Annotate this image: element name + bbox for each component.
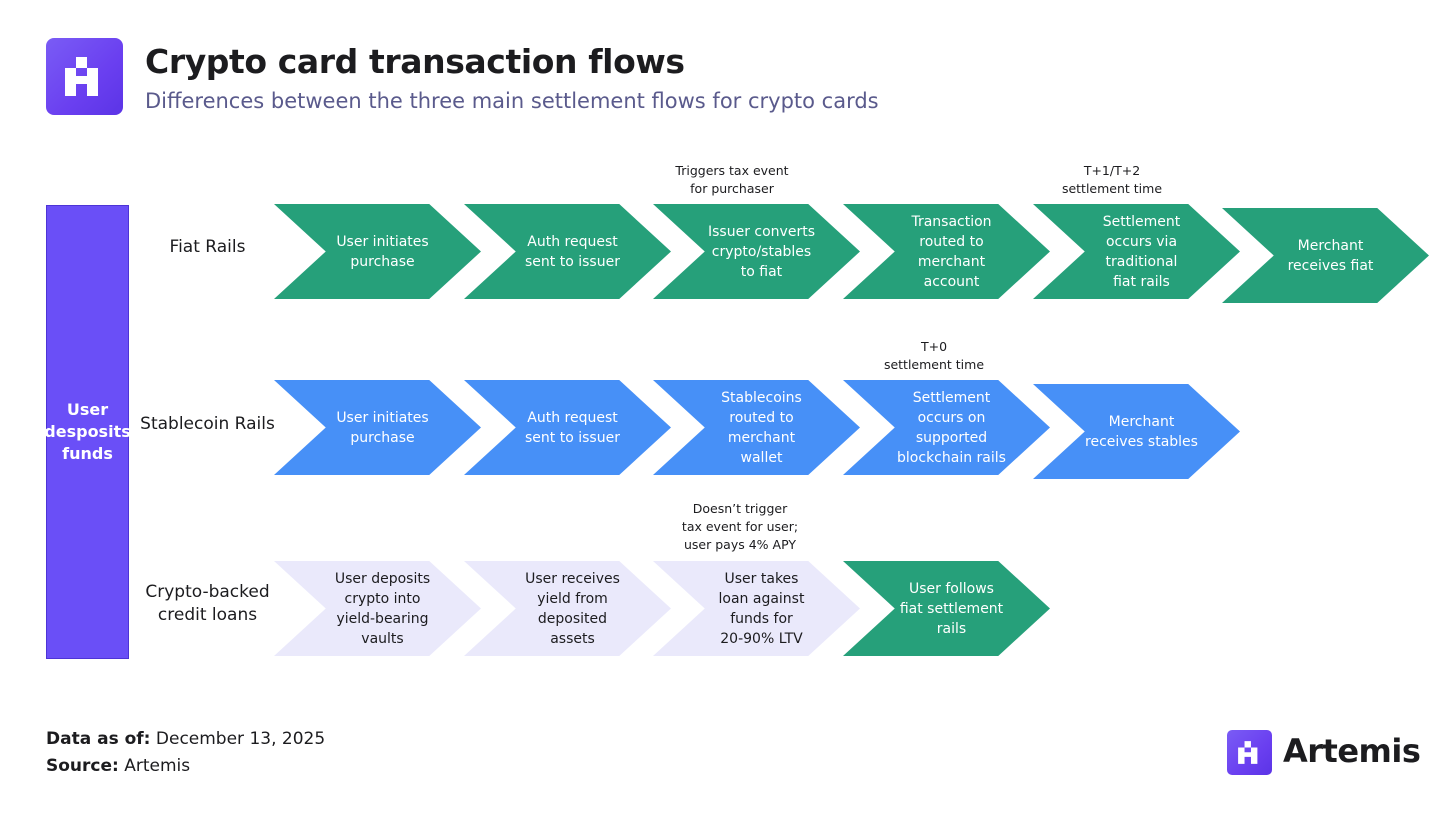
loan-step-1: User deposits crypto into yield-bearing …: [274, 561, 481, 656]
stablecoin-note-settlement-time: T+0 settlement time: [883, 339, 985, 372]
row-label-fiat-rails: Fiat Rails: [169, 237, 246, 257]
fiat-step-1: User initiates purchase: [274, 204, 481, 299]
stablecoin-step-1-text: User initiates purchase: [336, 409, 429, 446]
stablecoin-step-5: Merchant receives stables: [1033, 384, 1240, 479]
row-label-crypto-backed-credit-loans: Crypto-backed credit loans: [145, 582, 270, 625]
fiat-note-settlement-time: T+1/T+2 settlement time: [1061, 163, 1163, 196]
stablecoin-step-2: Auth request sent to issuer: [464, 380, 671, 475]
fiat-step-2-text: Auth request sent to issuer: [525, 233, 620, 270]
stablecoin-step-3: Stablecoins routed to merchant wallet: [653, 380, 860, 475]
stablecoin-step-4: Settlement occurs on supported blockchai…: [843, 380, 1050, 475]
fiat-step-3-text: Issuer converts crypto/stables to fiat: [708, 223, 815, 280]
user-deposits-funds-label: User desposits funds: [44, 400, 131, 463]
fiat-step-5-text: Settlement occurs via traditional fiat r…: [1102, 213, 1181, 290]
user-deposits-funds-bar: User desposits funds: [44, 205, 131, 659]
footer-data-as-of: Data as of: December 13, 2025: [46, 729, 325, 749]
footer-data-as-of-label: Data as of:: [46, 729, 151, 749]
fiat-step-3: Issuer converts crypto/stables to fiat: [653, 204, 860, 299]
fiat-step-4: Transaction routed to merchant account: [843, 204, 1050, 299]
stablecoin-step-2-text: Auth request sent to issuer: [525, 409, 620, 446]
fiat-step-1-text: User initiates purchase: [336, 233, 429, 270]
loan-step-1-text: User deposits crypto into yield-bearing …: [334, 570, 431, 647]
artemis-logo-glyph: [65, 57, 98, 96]
loan-step-4: User follows fiat settlement rails: [843, 561, 1050, 656]
loan-step-2-text: User receives yield from deposited asset…: [525, 570, 620, 647]
footer-data-as-of-value: December 13, 2025: [155, 729, 326, 749]
fiat-step-6: Merchant receives fiat: [1222, 208, 1429, 303]
loan-step-2: User receives yield from deposited asset…: [464, 561, 671, 656]
artemis-brand-icon: [1227, 730, 1272, 775]
loan-step-4-text: User follows fiat settlement rails: [899, 580, 1004, 637]
footer-source-label: Source:: [46, 756, 119, 776]
stablecoin-step-3-text: Stablecoins routed to merchant wallet: [721, 389, 802, 466]
fiat-step-4-text: Transaction routed to merchant account: [911, 213, 992, 290]
fiat-note-tax-event: Triggers tax event for purchaser: [675, 163, 789, 196]
page-title: Crypto card transaction flows: [145, 42, 685, 81]
artemis-brand-glyph: [1238, 741, 1258, 764]
stablecoin-step-4-text: Settlement occurs on supported blockchai…: [897, 389, 1006, 466]
stablecoin-step-1: User initiates purchase: [274, 380, 481, 475]
footer-source-value: Artemis: [124, 756, 191, 776]
artemis-logo-icon: [46, 38, 123, 115]
loan-note-tax-event: Doesn’t trigger tax event for user; user…: [681, 501, 799, 552]
loan-step-3: User takes loan against funds for 20-90%…: [653, 561, 860, 656]
loan-step-3-text: User takes loan against funds for 20-90%…: [718, 570, 805, 647]
row-label-stablecoin-rails: Stablecoin Rails: [140, 414, 275, 434]
fiat-step-6-text: Merchant receives fiat: [1287, 237, 1374, 274]
page-subtitle: Differences between the three main settl…: [145, 89, 879, 113]
footer-source: Source: Artemis: [46, 756, 190, 776]
stablecoin-step-5-text: Merchant receives stables: [1085, 413, 1198, 450]
fiat-step-2: Auth request sent to issuer: [464, 204, 671, 299]
artemis-brand-name: Artemis: [1283, 732, 1421, 770]
fiat-step-5: Settlement occurs via traditional fiat r…: [1033, 204, 1240, 299]
